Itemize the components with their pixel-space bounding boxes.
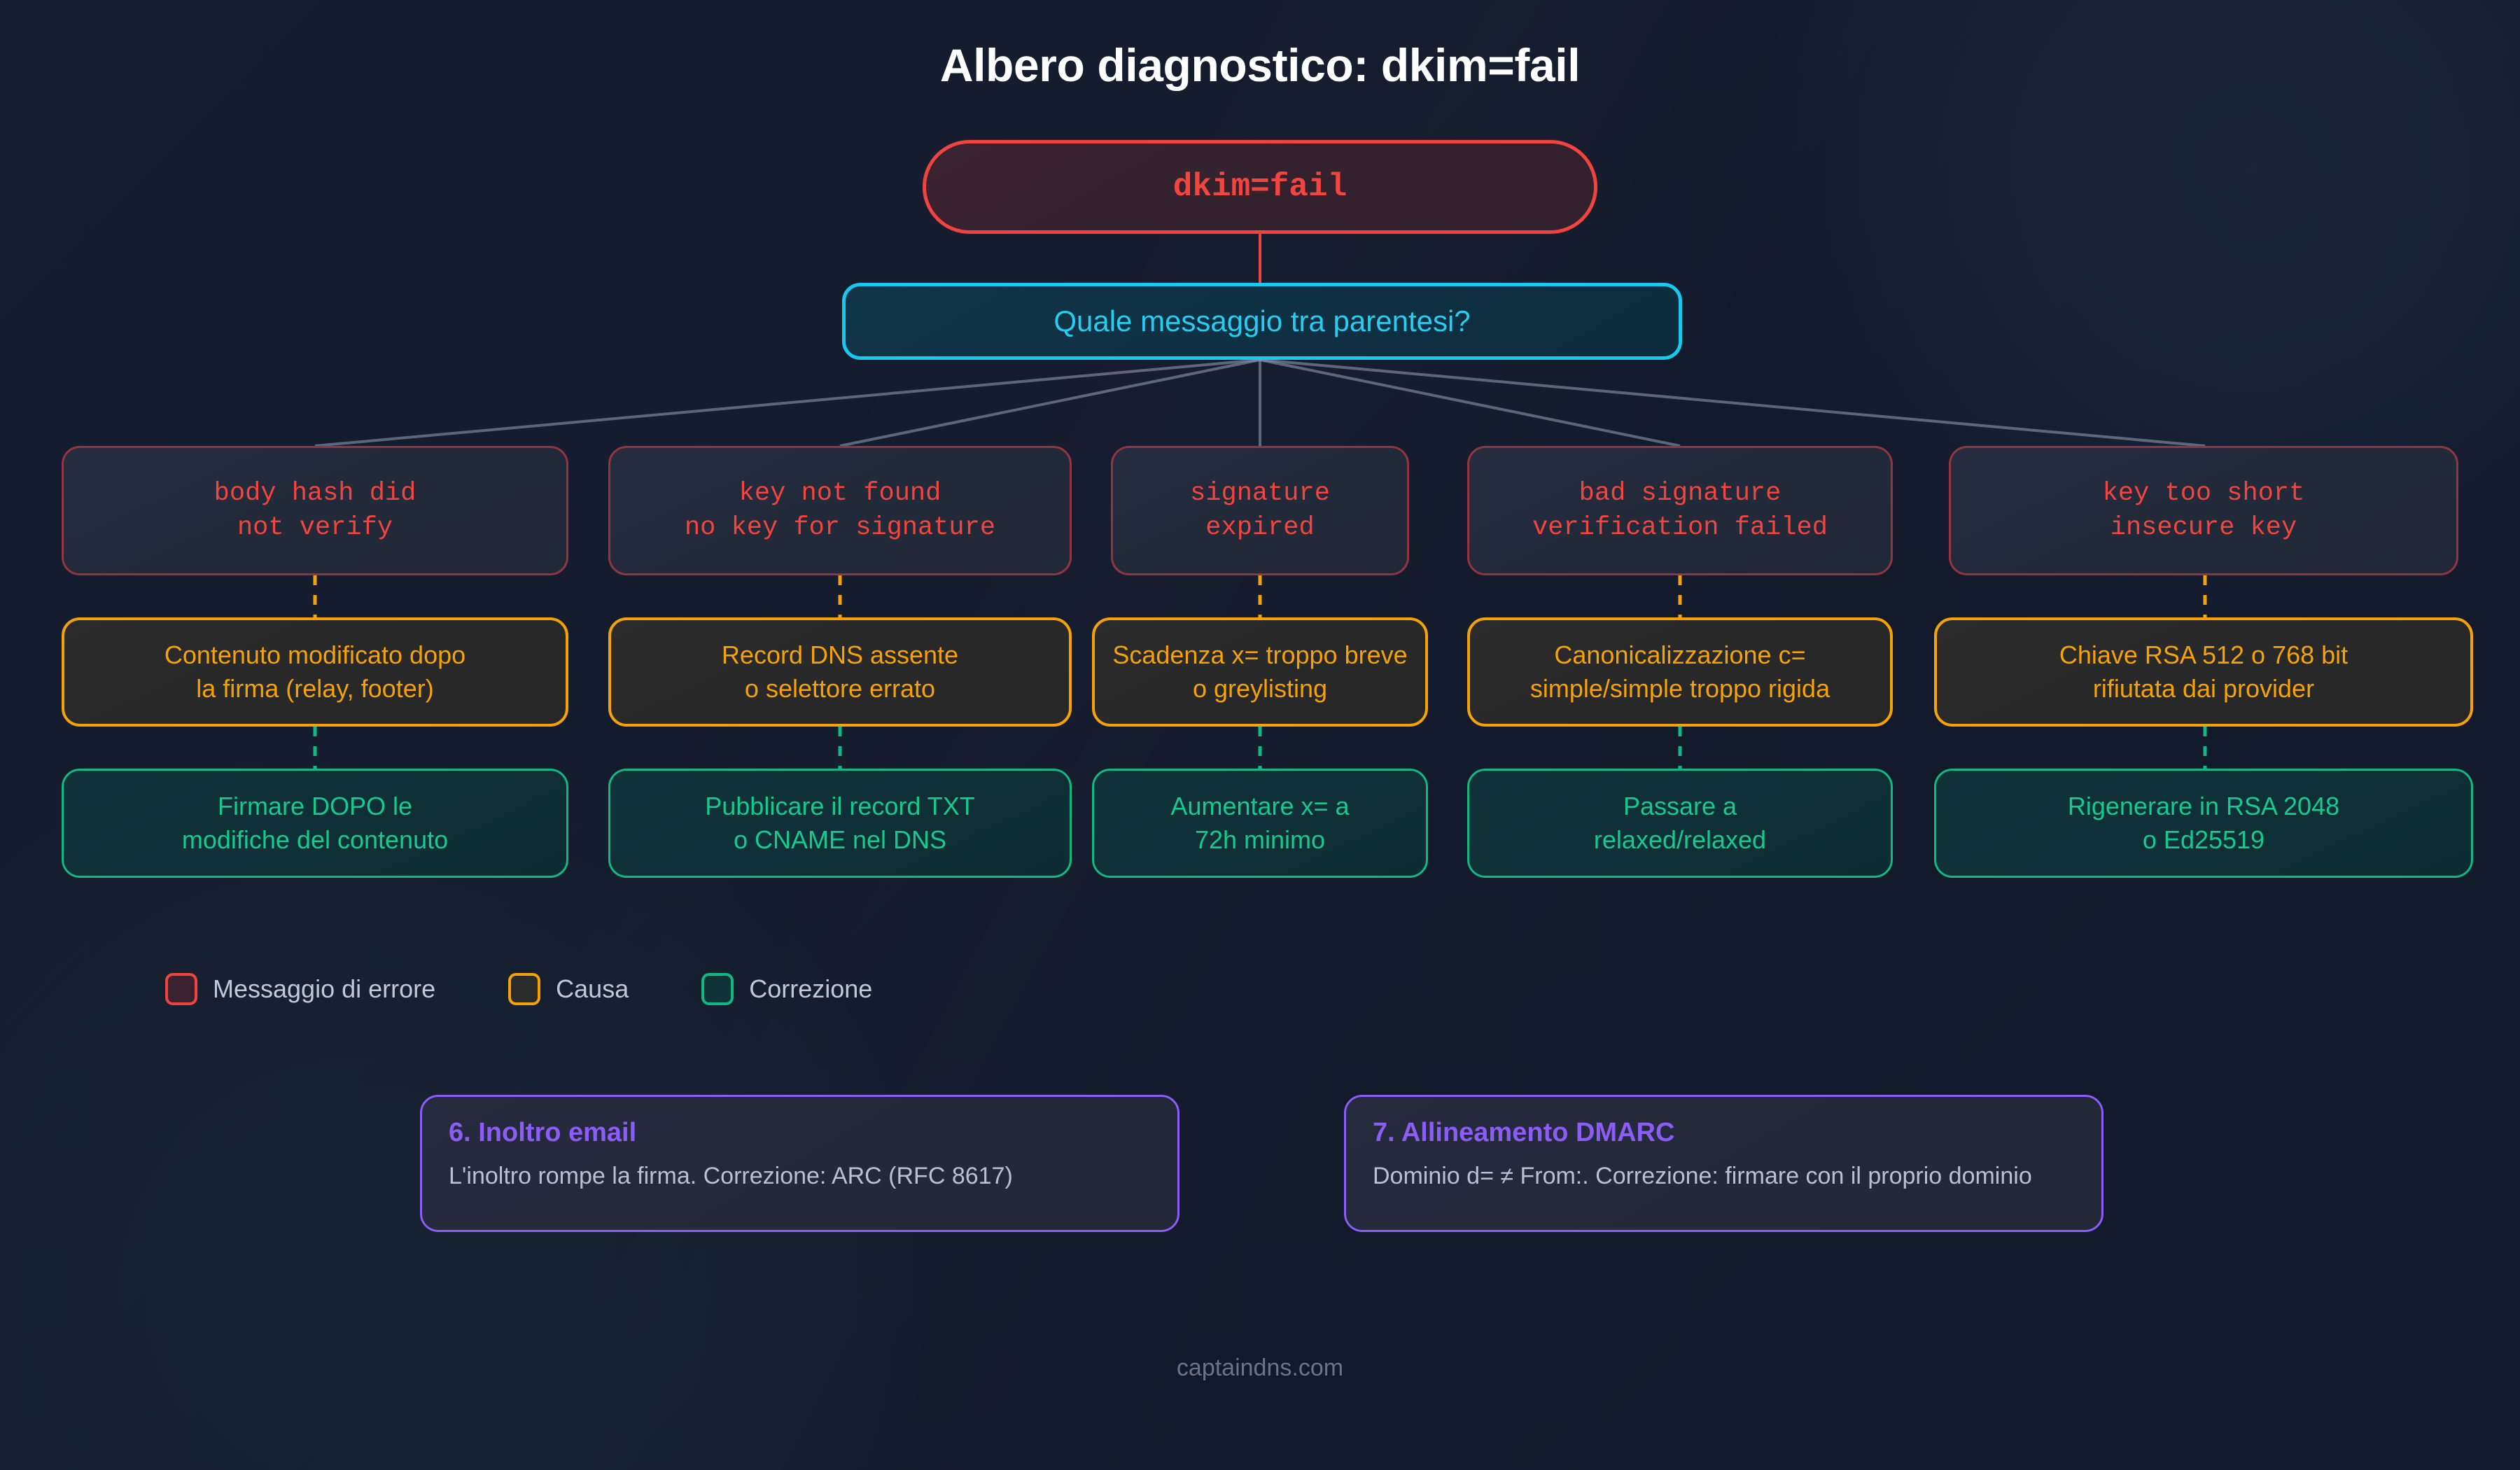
- error-node-5-line1: key too short: [2102, 478, 2305, 508]
- cause-node-3-line1: Scadenza x= troppo breve: [1112, 640, 1408, 670]
- legend-swatch-cause-icon: [508, 973, 541, 1005]
- cause-node-4-line1: Canonicalizzazione c=: [1554, 640, 1806, 670]
- note-card-6[interactable]: 6. Inoltro email L'inoltro rompe la firm…: [420, 1095, 1180, 1232]
- root-node-dkim-fail[interactable]: dkim=fail: [923, 140, 1597, 234]
- root-node-label: dkim=fail: [1172, 168, 1348, 205]
- cause-node-2-line2: o selettore errato: [744, 674, 936, 703]
- error-node-5[interactable]: key too short insecure key: [1949, 446, 2458, 575]
- legend-item-cause: Causa: [508, 973, 629, 1005]
- fix-node-2-line2: o CNAME nel DNS: [733, 825, 947, 854]
- question-node[interactable]: Quale messaggio tra parentesi?: [842, 283, 1682, 360]
- cause-node-4[interactable]: Canonicalizzazione c= simple/simple trop…: [1467, 617, 1893, 727]
- fix-node-2-line1: Pubblicare il record TXT: [705, 792, 975, 821]
- legend-label-fix: Correzione: [749, 974, 873, 1003]
- cause-node-5[interactable]: Chiave RSA 512 o 768 bit rifiutata dai p…: [1934, 617, 2473, 727]
- question-node-label: Quale messaggio tra parentesi?: [1054, 304, 1471, 338]
- fix-node-1-line1: Firmare DOPO le: [217, 792, 413, 821]
- error-node-2-line2: no key for signature: [684, 512, 996, 542]
- legend-swatch-fix-icon: [701, 973, 734, 1005]
- footer-watermark: captaindns.com: [1176, 1354, 1344, 1381]
- legend-item-error: Messaggio di errore: [165, 973, 435, 1005]
- fix-node-5-line2: o Ed25519: [2142, 825, 2265, 854]
- cause-node-5-line2: rifiutata dai provider: [2092, 674, 2315, 703]
- cause-node-1-line2: la firma (relay, footer): [196, 674, 434, 703]
- cause-node-4-line2: simple/simple troppo rigida: [1530, 674, 1830, 703]
- cause-node-2-line1: Record DNS assente: [721, 640, 959, 670]
- error-node-2-line1: key not found: [738, 478, 941, 508]
- cause-node-3-line2: o greylisting: [1192, 674, 1328, 703]
- error-node-3-line1: signature: [1190, 478, 1330, 508]
- cause-node-3[interactable]: Scadenza x= troppo breve o greylisting: [1092, 617, 1428, 727]
- fix-node-4-line2: relaxed/relaxed: [1593, 825, 1767, 854]
- error-node-1[interactable]: body hash did not verify: [62, 446, 568, 575]
- note-card-7-title: 7. Allineamento DMARC: [1373, 1118, 1675, 1147]
- legend: Messaggio di errore Causa Correzione: [165, 973, 945, 1005]
- legend-label-error: Messaggio di errore: [213, 974, 436, 1003]
- legend-swatch-error-icon: [165, 973, 197, 1005]
- error-node-1-line2: not verify: [237, 512, 393, 542]
- cause-node-5-line1: Chiave RSA 512 o 768 bit: [2059, 640, 2348, 670]
- cause-node-1[interactable]: Contenuto modificato dopo la firma (rela…: [62, 617, 568, 727]
- fix-node-3[interactable]: Aumentare x= a 72h minimo: [1092, 769, 1428, 878]
- fix-node-5-line1: Rigenerare in RSA 2048: [2067, 792, 2340, 821]
- page-title: Albero diagnostico: dkim=fail: [939, 39, 1581, 91]
- error-node-3-line2: expired: [1205, 512, 1315, 542]
- fix-node-4-line1: Passare a: [1623, 792, 1737, 821]
- error-node-1-line1: body hash did: [214, 478, 416, 508]
- error-node-5-line2: insecure key: [2110, 512, 2297, 542]
- fix-node-1-line2: modifiche del contenuto: [181, 825, 449, 854]
- note-card-7[interactable]: 7. Allineamento DMARC Dominio d= ≠ From:…: [1344, 1095, 2104, 1232]
- error-node-2[interactable]: key not found no key for signature: [608, 446, 1072, 575]
- cause-node-1-line1: Contenuto modificato dopo: [164, 640, 466, 670]
- fix-node-2[interactable]: Pubblicare il record TXT o CNAME nel DNS: [608, 769, 1072, 878]
- note-card-7-body: Dominio d= ≠ From:. Correzione: firmare …: [1373, 1163, 2032, 1189]
- legend-label-cause: Causa: [556, 974, 629, 1003]
- error-node-4-line1: bad signature: [1578, 478, 1782, 508]
- fix-node-5[interactable]: Rigenerare in RSA 2048 o Ed25519: [1934, 769, 2473, 878]
- error-node-3[interactable]: signature expired: [1111, 446, 1409, 575]
- error-node-4-line2: verification failed: [1532, 512, 1828, 542]
- note-card-6-title: 6. Inoltro email: [449, 1118, 637, 1147]
- note-card-6-body: L'inoltro rompe la firma. Correzione: AR…: [449, 1163, 1013, 1189]
- fix-node-4[interactable]: Passare a relaxed/relaxed: [1467, 769, 1893, 878]
- legend-item-fix: Correzione: [701, 973, 872, 1005]
- error-node-4[interactable]: bad signature verification failed: [1467, 446, 1893, 575]
- cause-node-2[interactable]: Record DNS assente o selettore errato: [608, 617, 1072, 727]
- fix-node-3-line2: 72h minimo: [1194, 825, 1326, 854]
- fix-node-1[interactable]: Firmare DOPO le modifiche del contenuto: [62, 769, 568, 878]
- fix-node-3-line1: Aumentare x= a: [1170, 792, 1350, 821]
